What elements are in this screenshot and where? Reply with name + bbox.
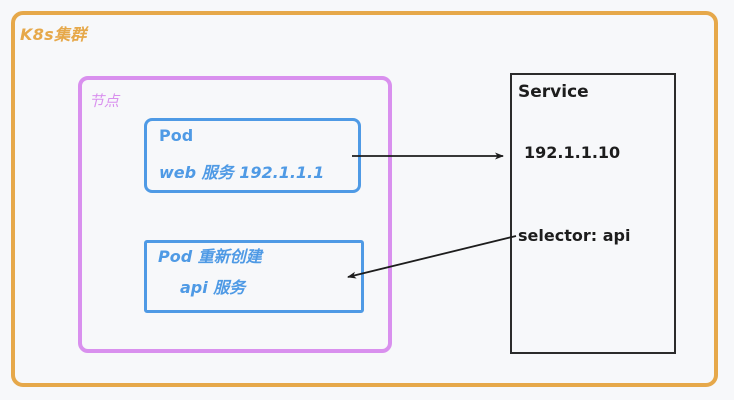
pod-api-description: api 服务 xyxy=(180,278,246,297)
service-title: Service xyxy=(518,82,589,102)
pod-api-title: Pod 重新创建 xyxy=(158,247,262,266)
pod-web-description: web 服务 192.1.1.1 xyxy=(159,163,325,182)
service-selector-label: selector: api xyxy=(518,226,631,245)
service-ip-label: 192.1.1.10 xyxy=(524,143,621,162)
node-label: 节点 xyxy=(89,92,120,110)
pod-web-title: Pod xyxy=(159,126,194,145)
k8s-cluster-box xyxy=(11,11,718,387)
node-box xyxy=(78,76,392,353)
k8s-cluster-label: K8s集群 xyxy=(20,25,87,44)
service-box xyxy=(510,73,676,354)
